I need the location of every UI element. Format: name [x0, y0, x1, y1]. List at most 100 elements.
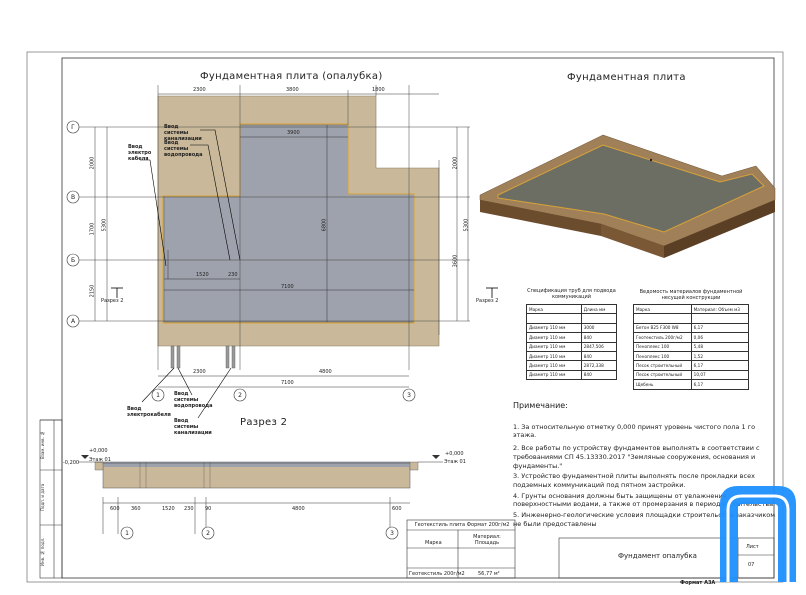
slab-inner-contour — [162, 123, 415, 324]
note-item: 3. Устройство фундаментной плиты выполня… — [513, 472, 755, 489]
section-slab-top — [103, 462, 410, 467]
axis-label-col-1: 2 — [238, 392, 242, 399]
axis-bubble-2 — [233, 388, 247, 402]
axis-label-col-2: 3 — [407, 392, 411, 399]
callout-sewer-2: Ввод системы канализации — [174, 418, 212, 436]
section-level-left-low: -0,200 — [63, 460, 80, 466]
section-dim-0: 600 — [110, 506, 120, 512]
dim-right-total: 5300 — [463, 218, 470, 232]
callout-sewer: Ввод системы канализации — [164, 124, 202, 142]
axis-bubble-g — [66, 120, 80, 134]
section-dim-5: 4800 — [292, 506, 305, 512]
grid-rows — [79, 126, 470, 322]
dim-1520: 1520 — [196, 272, 209, 278]
geotextile-cell-1: 56,77 м² — [478, 571, 500, 577]
section-floor-left: Этаж 01 — [89, 457, 111, 463]
section-cut-label-right: Разрез 2 — [476, 298, 499, 304]
callout-water: Ввод системы водопровода — [164, 140, 203, 158]
axis-label-row-3: А — [71, 318, 76, 325]
side-label-0: Взам. инв. № — [40, 431, 45, 459]
section-title: Разрез 2 — [240, 417, 288, 428]
axis-bubble-1 — [151, 388, 165, 402]
note-item: 2. Все работы по устройству фундаментов … — [513, 444, 760, 470]
section-dim-line — [102, 497, 410, 534]
section-bubble-3 — [385, 526, 399, 540]
dim-right-1: 3600 — [452, 254, 459, 268]
material-table-title: Ведомость материалов фундаментной несуще… — [639, 289, 743, 301]
dim-top-0: 2300 — [193, 87, 206, 93]
section-cut-label-left: Разрез 2 — [101, 298, 124, 304]
section-bubble-2 — [201, 526, 215, 540]
dim-vertical-inner: 6800 — [321, 218, 328, 232]
callout-power-2: Ввод электрокабеля — [127, 406, 171, 418]
section-drawing: 1 2 3 — [78, 455, 443, 540]
grid-bubble-labels: Г В Б А 1 2 3 — [71, 124, 411, 399]
axis-label-row-1: В — [71, 194, 75, 201]
geotextile-title: Геотекстиль плита Формат 200г/м2 — [414, 522, 510, 528]
note-item: 1. За относительную отметку 0,000 принят… — [513, 422, 756, 440]
section-axis-3: 3 — [390, 530, 394, 537]
pipe-table-title: Спецификация труб для подвода коммуникац… — [527, 288, 616, 300]
dim-left-1: 1700 — [89, 222, 96, 236]
sheet-number: 07 — [748, 562, 755, 568]
sheet-label: Лист — [746, 544, 759, 550]
dim-bottom-0: 2300 — [193, 369, 206, 375]
iso-title: Фундаментная плита — [567, 72, 686, 83]
dim-top-2: 1800 — [372, 87, 385, 93]
dim-bottom-1: 4800 — [319, 369, 332, 375]
brand-logo-icon — [720, 486, 796, 582]
dim-right-0: 2000 — [452, 156, 459, 170]
callout-water-2: Ввод системы водопровода — [174, 391, 213, 409]
dim-left-2: 2150 — [89, 284, 96, 298]
section-bubble-1 — [120, 526, 134, 540]
section-dim-4: 90 — [205, 506, 212, 512]
section-axis-2: 2 — [206, 530, 210, 537]
iso-concrete — [497, 144, 765, 233]
geotextile-cell-0: Геотекстиль 200г/м2 — [409, 571, 465, 577]
section-cut-marks — [111, 287, 498, 298]
axis-bubble-3 — [402, 388, 416, 402]
axis-bubble-v — [66, 190, 80, 204]
grid-cols — [157, 85, 440, 370]
plan-title: Фундаментная плита (опалубка) — [200, 71, 383, 82]
note-item: 4. Грунты основания должны быть защищены… — [513, 491, 776, 509]
axis-bubble-b — [66, 253, 80, 267]
section-floor-right: Этаж 01 — [444, 459, 466, 465]
section-pipes — [139, 462, 211, 488]
material-col-1: Материал: Объем м3 — [690, 303, 750, 315]
dim-230: 230 — [228, 272, 238, 278]
section-level-right: +0,000 — [445, 451, 464, 457]
dim-top-1: 3800 — [286, 87, 299, 93]
axis-label-row-0: Г — [71, 124, 75, 131]
axis-bubble-a — [66, 314, 80, 328]
note-item: 5. Инженерно-геологические условия площа… — [513, 511, 776, 528]
sheet-format: Формат А3А — [680, 580, 716, 586]
dim-7100: 7100 — [281, 284, 294, 290]
section-dim-3: 230 — [184, 506, 194, 512]
callout-power: Ввод электро кабеля — [128, 144, 152, 162]
grid-bubbles — [66, 120, 416, 402]
pipe-stubs — [170, 345, 236, 369]
axis-label-row-2: Б — [71, 257, 75, 264]
notes-block: Примечание: 1. За относительную отметку … — [513, 401, 778, 528]
material-col-0: Марка — [633, 303, 692, 315]
side-label-2: Инв. № подл. — [40, 537, 45, 566]
leader-lines — [140, 129, 241, 419]
dim-inner-top: 3900 — [287, 130, 300, 136]
axis-label-col-0: 1 — [156, 392, 160, 399]
